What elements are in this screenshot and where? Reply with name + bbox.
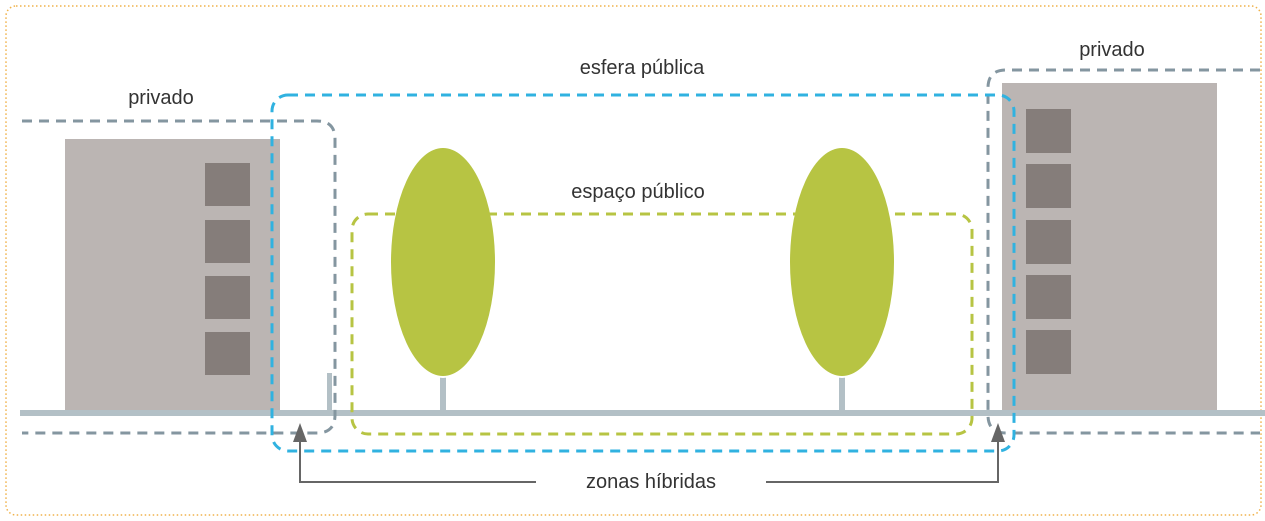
- right-building-window: [1026, 164, 1071, 208]
- label-public-space: espaço público: [571, 181, 704, 203]
- ground-line: [20, 410, 1265, 416]
- right-building: [1002, 83, 1217, 414]
- left-building-window: [205, 163, 250, 206]
- right-building-window: [1026, 220, 1071, 264]
- label-public-sphere: esfera pública: [580, 57, 705, 79]
- left-building: [65, 139, 280, 414]
- arrow-left-head: [293, 423, 307, 442]
- tree-canopy: [788, 146, 896, 378]
- right-building-window: [1026, 330, 1071, 374]
- post: [327, 373, 332, 413]
- left-building-window: [205, 220, 250, 263]
- tree-right: [788, 146, 896, 413]
- public-sphere-boundary: [270, 93, 1016, 453]
- right-building-window: [1026, 275, 1071, 319]
- public-space-boundary: [350, 212, 974, 436]
- hybrid-zones-arrows: [293, 423, 1005, 483]
- left-building-window: [205, 332, 250, 375]
- right-building-window: [1026, 109, 1071, 153]
- diagram-frame: [5, 5, 1262, 516]
- arrow-right-head: [991, 423, 1005, 442]
- tree-trunk: [839, 365, 845, 413]
- label-private-right: privado: [1079, 39, 1145, 61]
- arrow-left-line: [299, 440, 536, 483]
- private-left-boundary: [22, 119, 337, 435]
- label-hybrid-zones: zonas híbridas: [586, 471, 716, 493]
- tree-trunk: [440, 365, 446, 413]
- tree-canopy: [389, 146, 497, 378]
- left-building-window: [205, 276, 250, 319]
- label-private-left: privado: [128, 87, 194, 109]
- tree-left: [389, 146, 497, 413]
- arrow-right-line: [766, 440, 999, 483]
